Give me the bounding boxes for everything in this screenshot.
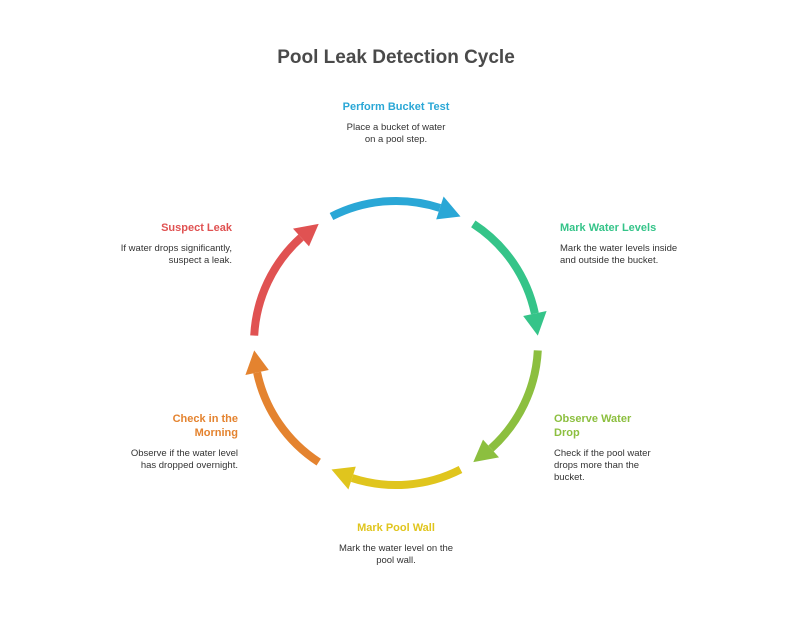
cycle-arrow-perform-bucket-test [329,196,442,221]
step-description: Mark the water level on the pool wall. [338,543,454,566]
step-description: Place a bucket of water on a pool step. [346,122,446,145]
arrowhead-perform-bucket-test [436,196,461,220]
cycle-arrow-observe-water-drop [488,350,542,452]
step-title: Perform Bucket Test [342,101,450,113]
step-description: If water drops significantly, suspect a … [120,243,232,266]
arrowhead-observe-water-drop [473,439,499,463]
arrowhead-suspect-leak [293,223,319,247]
step-title: Mark Water Levels [560,222,657,234]
arrowhead-mark-water-levels [523,311,547,336]
cycle-arrow-check-in-the-morning [253,371,321,466]
step-title: Suspect Leak [161,222,232,234]
step-title: Observe Water Drop [554,413,632,439]
arrowhead-check-in-the-morning [245,350,269,375]
step-title: Mark Pool Wall [357,522,435,534]
step-mark-pool-wall: Mark Pool Wall Mark the water level on t… [330,521,462,567]
step-description: Check if the pool water drops more than … [554,448,651,483]
step-title: Check in the Morning [172,413,238,439]
step-mark-water-levels: Mark Water Levels Mark the water levels … [560,221,678,267]
step-description: Observe if the water level has dropped o… [130,448,238,471]
step-description: Mark the water levels inside and outside… [560,243,678,266]
step-observe-water-drop: Observe Water Drop Check if the pool wat… [554,412,662,484]
cycle-arrow-mark-water-levels [471,220,539,315]
step-suspect-leak: Suspect Leak If water drops significantl… [120,221,232,267]
step-perform-bucket-test: Perform Bucket Test Place a bucket of wa… [340,100,452,146]
cycle-arrow-mark-pool-wall [350,465,463,490]
step-check-in-the-morning: Check in the Morning Observe if the wate… [128,412,238,472]
arrowhead-mark-pool-wall [331,466,356,490]
cycle-arrow-suspect-leak [250,234,304,336]
diagram-title: Pool Leak Detection Cycle [277,47,515,68]
